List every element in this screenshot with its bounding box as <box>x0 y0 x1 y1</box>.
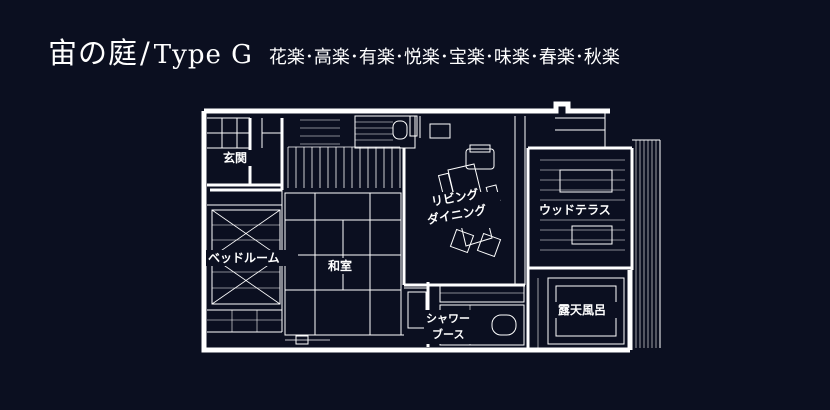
label-wood-terrace: ウッドテラス <box>539 203 611 217</box>
wood-terrace-area <box>526 111 661 350</box>
entrance-area <box>207 117 284 192</box>
type-label: Type G <box>153 40 253 70</box>
label-entrance: 玄関 <box>223 150 247 165</box>
title-separator: / <box>140 36 150 70</box>
living-area <box>404 116 526 287</box>
label-washitsu: 和室 <box>327 258 352 273</box>
page-header: 宙の庭 / Type G 花楽･高楽･有楽･悦楽･宝楽･味楽･春楽･秋楽 <box>48 30 620 74</box>
toilet-area <box>300 115 451 285</box>
label-shower-booth: ブース <box>432 327 464 341</box>
plan-title: 宙の庭 <box>48 36 139 70</box>
label-shower: シャワー <box>426 312 470 325</box>
corridor-stripes <box>287 146 401 188</box>
room-name-list: 花楽･高楽･有楽･悦楽･宝楽･味楽･春楽･秋楽 <box>268 47 620 68</box>
outer-walls <box>201 101 633 353</box>
label-backgrounds <box>206 150 628 344</box>
washitsu-area <box>284 192 404 345</box>
label-bedroom: ベッドルーム <box>208 251 280 265</box>
label-open-bath: 露天風呂 <box>558 303 606 317</box>
